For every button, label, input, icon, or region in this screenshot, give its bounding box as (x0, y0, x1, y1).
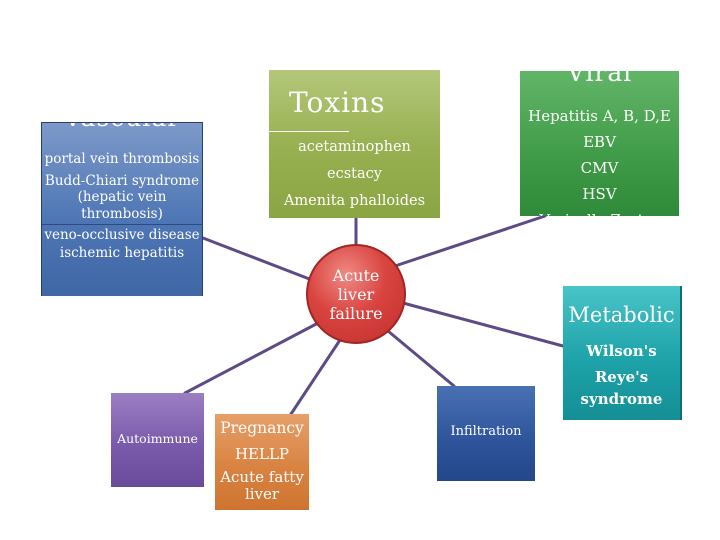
vascular-list: portal vein thrombosis Budd-Chiari syndr… (42, 151, 202, 261)
metabolic-list: Wilson's Reye's syndrome (563, 338, 680, 408)
vascular-item: veno-occlusive disease (44, 226, 200, 243)
connector-autoimmune (183, 320, 322, 395)
center-line: failure (329, 304, 383, 324)
viral-item: HSV (582, 185, 617, 203)
pregnancy-title: Pregnancy (220, 419, 304, 437)
divider (42, 223, 202, 225)
vascular-item: Budd-Chiari syndrome (hepatic vein throm… (44, 173, 200, 222)
vascular-item: ischemic hepatitis (59, 244, 185, 261)
toxins-item: acetaminophen (298, 139, 411, 155)
toxins-box: Toxins acetaminophen ecstacy Amenita pha… (269, 70, 440, 218)
divider (269, 131, 349, 132)
metabolic-item: Wilson's (586, 342, 657, 360)
viral-box: Viral Hepatitis A, B, D,E EBV CMV HSV Va… (520, 71, 679, 216)
pregnancy-list: HELLP Acute fatty liver (215, 443, 309, 503)
toxins-item: Amenita phalloides (283, 193, 426, 209)
toxins-title: Toxins (289, 86, 386, 119)
toxins-item: ecstacy (327, 166, 382, 182)
connector-viral (393, 214, 547, 268)
vascular-box: Vascular portal vein thrombosis Budd-Chi… (41, 122, 203, 296)
autoimmune-title: Autoimmune (117, 431, 198, 446)
infiltration-box: Infiltration (437, 386, 535, 481)
viral-list: Hepatitis A, B, D,E EBV CMV HSV Varicell… (520, 103, 679, 216)
viral-item: CMV (580, 159, 619, 177)
connector-pregnancy (289, 338, 342, 416)
vascular-title: Vascular (42, 123, 202, 132)
metabolic-item: Reye's (594, 368, 649, 386)
viral-item: Varicella-Zoster (520, 207, 679, 216)
pregnancy-item: Acute fatty (220, 468, 304, 486)
viral-item: EBV (583, 133, 616, 151)
toxins-list: acetaminophen ecstacy Amenita phalloides (269, 134, 440, 215)
metabolic-title: Metabolic (568, 303, 675, 327)
metabolic-item: syndrome (580, 390, 663, 408)
pregnancy-box: Pregnancy HELLP Acute fatty liver (215, 414, 309, 510)
infiltration-title: Infiltration (450, 424, 522, 439)
connector-infiltration (386, 329, 456, 388)
connector-vascular (201, 236, 314, 282)
pregnancy-item: liver (244, 485, 280, 503)
center-node: Acute liver failure (306, 244, 406, 344)
viral-title: Viral (566, 71, 633, 87)
vascular-item: portal vein thrombosis (44, 151, 200, 167)
connector-metabolic (401, 301, 565, 348)
pregnancy-item: HELLP (234, 445, 290, 463)
center-label: Acute liver failure (308, 266, 404, 324)
autoimmune-box: Autoimmune (111, 393, 204, 487)
center-line: Acute (332, 266, 380, 285)
viral-item: Hepatitis A, B, D,E (528, 107, 671, 125)
metabolic-box: Metabolic Wilson's Reye's syndrome (563, 286, 682, 420)
center-line: liver (337, 285, 375, 305)
